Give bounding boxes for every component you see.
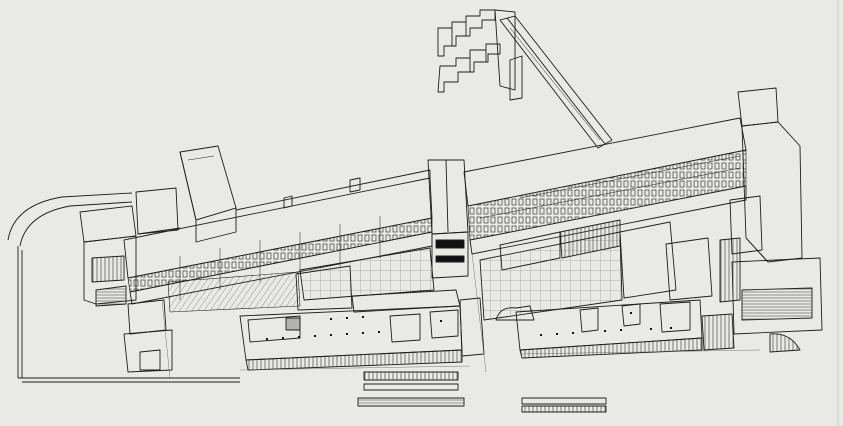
diagonal-ramp [499, 15, 613, 149]
construction-lines [161, 253, 761, 379]
courtyard-roofs [167, 221, 713, 321]
tall-block [179, 145, 237, 243]
left-building-cluster [79, 187, 181, 373]
curved-road [7, 192, 240, 383]
section-strips [357, 371, 607, 413]
stepped-stair-block [437, 9, 516, 93]
column-dots-left [266, 316, 442, 340]
ground-plan-left [239, 289, 485, 371]
ground-plan-right [495, 299, 735, 359]
column-dots-right [540, 312, 672, 336]
right-end-block [719, 87, 823, 353]
central-tower [427, 159, 469, 279]
